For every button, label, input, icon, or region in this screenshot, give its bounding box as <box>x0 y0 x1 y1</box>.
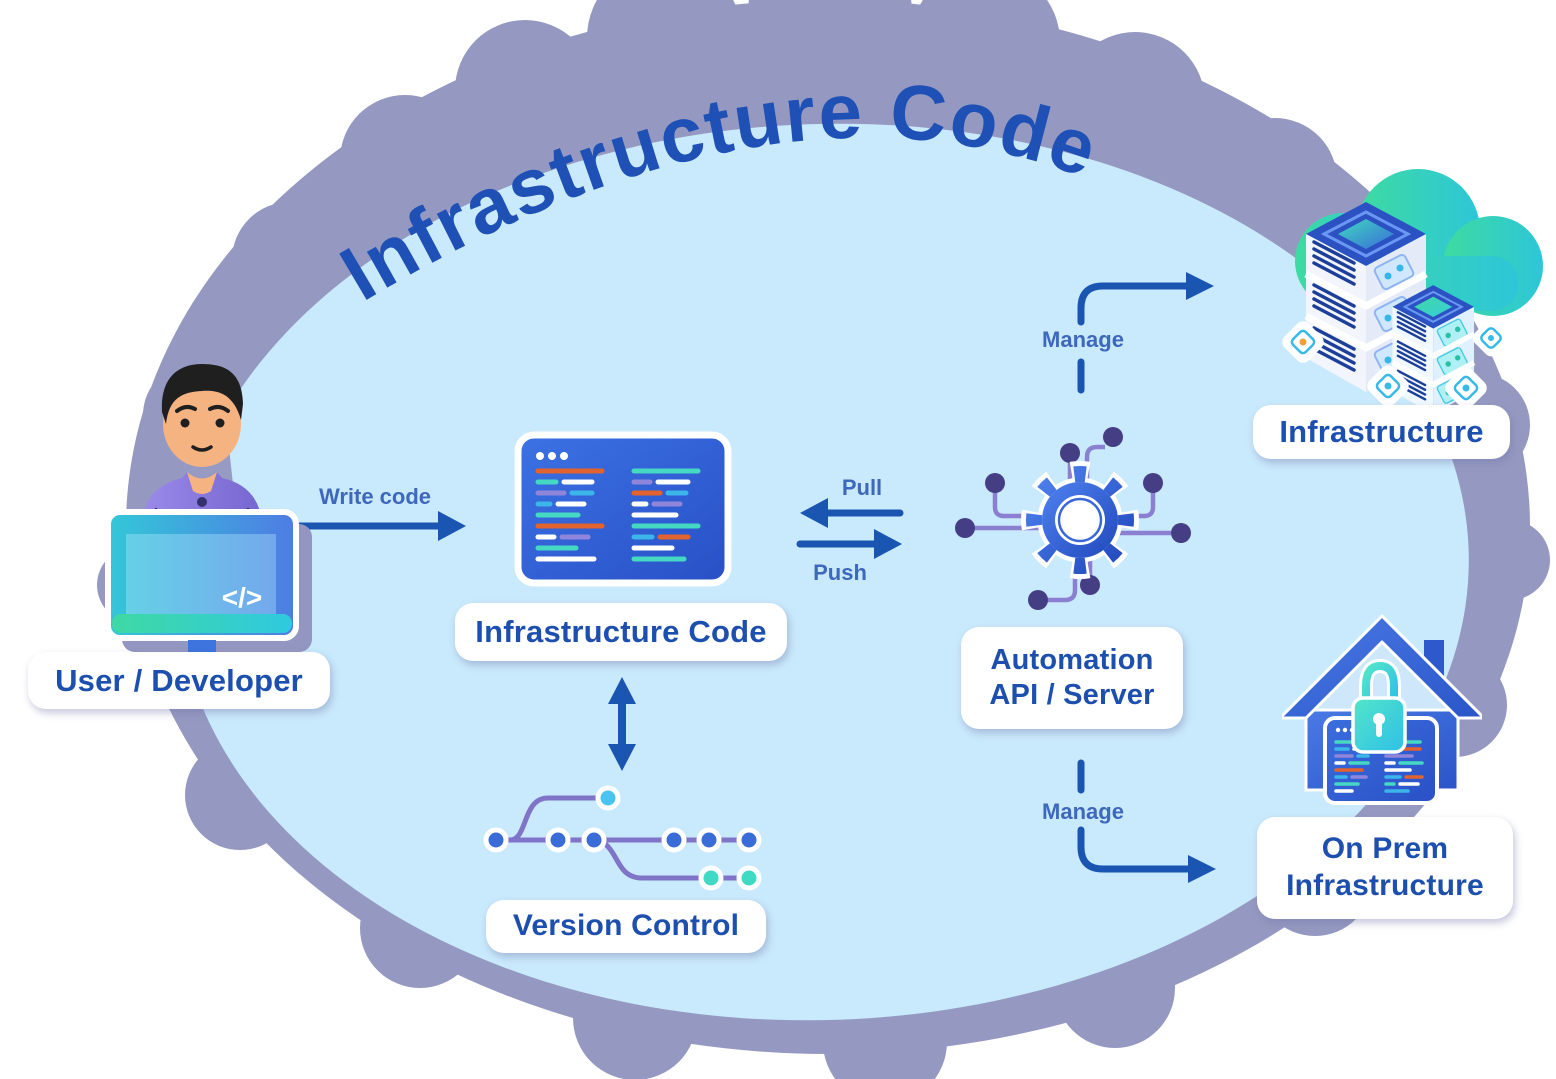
on-prem-label-line2: Infrastructure <box>1286 869 1484 902</box>
cloud-server-stacks-icon <box>1282 169 1543 415</box>
git-branch-graph-icon <box>483 785 762 891</box>
manage-infrastructure-edge-label: Manage <box>1042 327 1124 352</box>
monitor-icon: </> <box>105 509 312 668</box>
infrastructure-label-text: Infrastructure <box>1279 414 1484 450</box>
commit-nodes <box>483 785 762 891</box>
floor-tiles <box>1282 319 1510 409</box>
manage-on-prem-edge-label: Manage <box>1042 799 1124 824</box>
house-with-lock-and-code-icon <box>1282 614 1482 805</box>
pull-arrow <box>800 498 904 528</box>
on-prem-infrastructure-label: On Prem Infrastructure <box>1257 817 1513 919</box>
user-developer-label: User / Developer <box>28 652 330 709</box>
infrastructure-label: Infrastructure <box>1253 405 1510 459</box>
on-prem-label-line1: On Prem <box>1321 832 1449 866</box>
manage-on-prem-arrow <box>1077 759 1216 883</box>
version-control-label-text: Version Control <box>512 909 740 943</box>
manage-infrastructure-arrow <box>1077 272 1214 394</box>
gear-with-circuit-icon <box>955 427 1191 610</box>
automation-api-server-label: Automation API / Server <box>961 627 1183 729</box>
monitor-screen-code-glyph: </> <box>222 582 262 613</box>
code-editor-window-icon <box>514 431 732 587</box>
push-edge-label: Push <box>813 560 867 585</box>
user-developer-label-text: User / Developer <box>55 662 303 698</box>
code-lines <box>535 468 701 562</box>
developer-at-computer-icon: </> <box>105 364 312 668</box>
version-control-label: Version Control <box>486 900 766 953</box>
infrastructure-code-label: Infrastructure Code <box>455 603 787 661</box>
automation-label-line2: API / Server <box>989 679 1155 711</box>
lock-icon <box>1351 658 1407 754</box>
write-code-edge-label: Write code <box>318 484 432 509</box>
pull-edge-label: Pull <box>841 475 883 500</box>
write-code-arrow <box>292 511 466 541</box>
window-dots <box>536 452 568 460</box>
automation-label-line1: Automation <box>990 643 1154 676</box>
version-sync-arrow <box>608 677 636 771</box>
gear-icon <box>1021 461 1139 579</box>
push-arrow <box>796 529 902 559</box>
infrastructure-code-label-text: Infrastructure Code <box>475 614 767 650</box>
inner-cloud-shape <box>177 123 1469 1021</box>
circuit-dots <box>955 427 1191 610</box>
server-stripes <box>1312 240 1356 372</box>
